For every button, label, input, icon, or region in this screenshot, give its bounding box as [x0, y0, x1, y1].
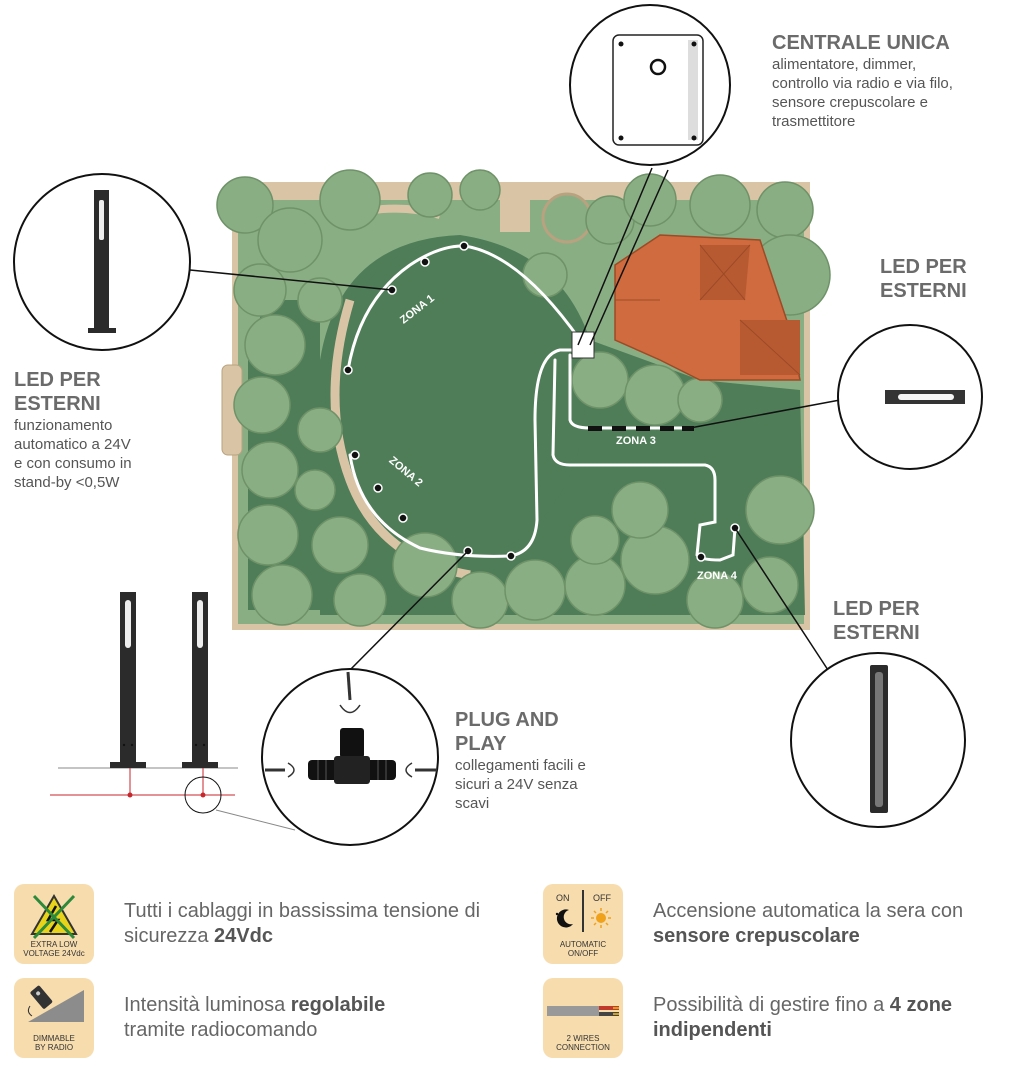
zone-label-4: ZONA 4	[697, 570, 738, 582]
title-line: ESTERNI	[14, 393, 101, 415]
title-line: PLAY	[455, 733, 507, 755]
sun-icon	[591, 908, 611, 928]
desc-line: scavi	[455, 795, 490, 812]
feature-text: Tutti i cablaggi in bassissima tensione …	[124, 900, 481, 947]
led-bollard-magnifier	[13, 173, 191, 351]
connector-magnifier	[261, 668, 439, 846]
led-bar-magnifier	[837, 324, 983, 470]
bollards-ground-diagram	[50, 592, 238, 814]
title-line: LED PER	[14, 369, 101, 391]
title-line: LED PER	[880, 256, 967, 278]
on-label: ON	[556, 893, 570, 903]
title-line: ESTERNI	[880, 280, 967, 302]
trees	[216, 169, 831, 629]
callout-plug-title: PLUG AND PLAY	[455, 708, 655, 756]
feature-text: Accensione automatica la sera con sensor…	[653, 900, 964, 947]
zona3-led-bars	[588, 426, 694, 431]
house-roof	[614, 234, 801, 381]
desc-line: alimentatore, dimmer,	[772, 56, 917, 73]
title-line: LED PER	[833, 598, 920, 620]
garden-lighting-diagram: ZONA 1 ZONA 2 ZONA 3 ZONA 4	[13, 4, 983, 846]
desc-line: automatico a 24V	[14, 436, 131, 453]
callout-led-left: LED PER ESTERNI funzionamento automatico…	[14, 368, 184, 492]
desc-line: funzionamento	[14, 417, 113, 434]
off-label: OFF	[593, 893, 611, 903]
desc-line: trasmettitore	[772, 113, 856, 130]
desc-line: controllo via radio e via filo,	[772, 75, 953, 92]
desc-line: sicuri a 24V senza	[455, 776, 578, 793]
callout-led-right-top: LED PER ESTERNI	[880, 255, 1010, 303]
feature-text: Possibilità di gestire fino a 4 zone ind…	[653, 994, 953, 1041]
callout-led-left-title: LED PER ESTERNI	[14, 368, 184, 416]
zone-label-3: ZONA 3	[616, 435, 656, 447]
desc-line: stand-by <0,5W	[14, 474, 120, 491]
callout-leader-lines	[189, 167, 841, 831]
callout-led-right-bottom-title: LED PER ESTERNI	[833, 597, 983, 645]
callout-led-right-top-title: LED PER ESTERNI	[880, 255, 1010, 303]
title-line: ESTERNI	[833, 622, 920, 644]
callout-central-desc: alimentatore, dimmer, controllo via radi…	[772, 55, 1012, 131]
title-line: PLUG AND	[455, 709, 559, 731]
desc-line: sensore crepuscolare e	[772, 94, 928, 111]
led-points	[343, 241, 740, 562]
callout-led-left-desc: funzionamento automatico a 24V e con con…	[14, 416, 184, 492]
callout-central-title: CENTRALE UNICA	[772, 32, 950, 54]
central-unit-magnifier	[569, 4, 731, 166]
callout-led-right-bottom: LED PER ESTERNI	[833, 597, 983, 645]
feature-text: Intensità luminosa regolabile tramite ra…	[124, 994, 386, 1041]
desc-line: e con consumo in	[14, 455, 132, 472]
callout-plug-and-play: PLUG AND PLAY collegamenti facili e sicu…	[455, 708, 655, 813]
desc-line: collegamenti facili e	[455, 757, 586, 774]
callout-central-unit: CENTRALE UNICA alimentatore, dimmer, con…	[772, 31, 1012, 131]
led-tall-fixture-magnifier	[790, 652, 966, 828]
callout-plug-desc: collegamenti facili e sicuri a 24V senza…	[455, 756, 655, 813]
